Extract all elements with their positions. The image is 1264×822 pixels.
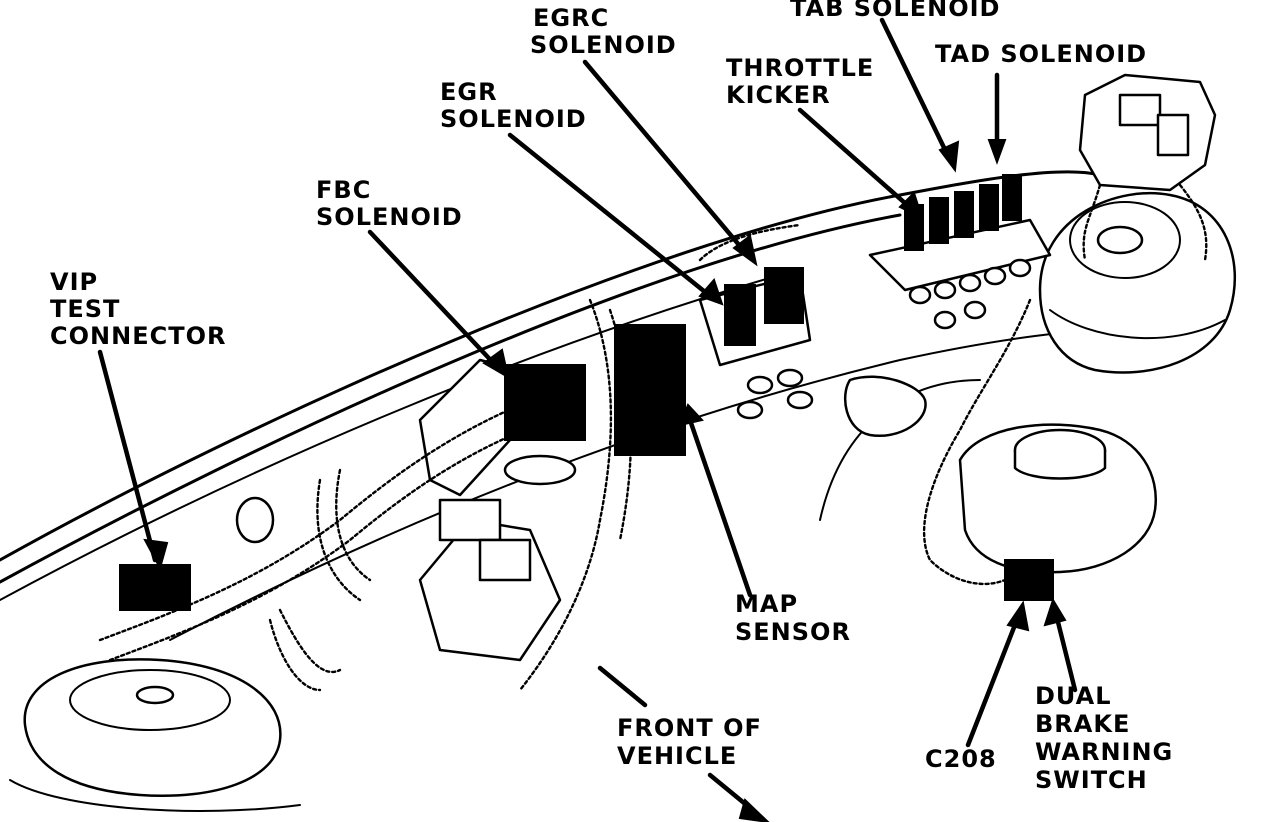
label-brake-line2: BRAKE — [1035, 710, 1130, 738]
label-front-line1: FRONT OF — [617, 714, 762, 742]
label-front-line2: VEHICLE — [617, 742, 737, 770]
label-brake-line3: WARNING — [1035, 738, 1173, 766]
leader-egrc-solenoid — [582, 59, 753, 261]
label-egr-line1: EGR — [440, 78, 498, 106]
arrowhead-tad — [987, 139, 1007, 165]
label-vip-line1: VIP — [50, 268, 98, 296]
leader-fbc-solenoid — [367, 229, 503, 373]
egr-solenoid-block — [698, 267, 814, 420]
wiring-harness — [98, 223, 1032, 692]
label-egr-line2: SOLENOID — [440, 105, 587, 133]
label-vip-line2: TEST — [50, 295, 120, 323]
label-map-line2: SENSOR — [735, 618, 851, 646]
arrowhead-throttle — [898, 191, 924, 220]
arrowhead-egrc — [732, 234, 758, 267]
leader-lines — [97, 17, 1078, 815]
arrowhead-vip — [143, 538, 169, 571]
shock-tower-right — [1038, 191, 1237, 374]
arrowhead-fbc — [482, 348, 510, 380]
leader-dual-brake-warning-switch — [1052, 607, 1078, 693]
leader-egr-solenoid — [507, 132, 718, 303]
arrowhead-egr — [698, 278, 724, 306]
arrowhead-front — [738, 798, 770, 822]
shock-tower-left — [9, 658, 301, 812]
leader-tab-solenoid — [879, 17, 953, 163]
label-brake-line1: DUAL — [1035, 682, 1112, 710]
label-c208: C208 — [925, 745, 997, 773]
arrowhead-map — [678, 403, 704, 427]
arrowheads — [143, 139, 1067, 822]
label-vip-line3: CONNECTOR — [50, 322, 226, 350]
solenoid-manifold — [868, 174, 1052, 330]
label-fbc-line1: FBC — [316, 176, 371, 204]
label-egrc-line2: SOLENOID — [530, 31, 677, 59]
brake-master-cylinder — [819, 375, 1157, 601]
arrowhead-brake-switch — [1043, 597, 1067, 627]
label-brake-line4: SWITCH — [1035, 766, 1148, 794]
labels: TAB SOLENOID EGRC SOLENOID TAD SOLENOID … — [50, 0, 1173, 794]
arrowhead-c208 — [1006, 600, 1030, 632]
label-fbc-line2: SOLENOID — [316, 203, 463, 231]
fbc-map-cluster — [418, 324, 686, 662]
label-tad-solenoid: TAD SOLENOID — [935, 40, 1147, 68]
label-throttle-line2: KICKER — [726, 81, 831, 109]
label-tab-solenoid: TAB SOLENOID — [790, 0, 1000, 22]
leader-map-sensor — [687, 417, 753, 598]
label-map-line1: MAP — [735, 590, 798, 618]
label-throttle-line1: THROTTLE — [726, 54, 874, 82]
front-of-vehicle-arrow-tail — [597, 665, 648, 708]
leader-vip-test-connector — [97, 349, 158, 563]
label-egrc-line1: EGRC — [533, 4, 609, 32]
relay-connector-top-right — [1078, 73, 1217, 262]
leader-c208 — [965, 609, 1023, 748]
arrowhead-tab — [938, 140, 960, 173]
leader-throttle-kicker — [797, 107, 918, 215]
